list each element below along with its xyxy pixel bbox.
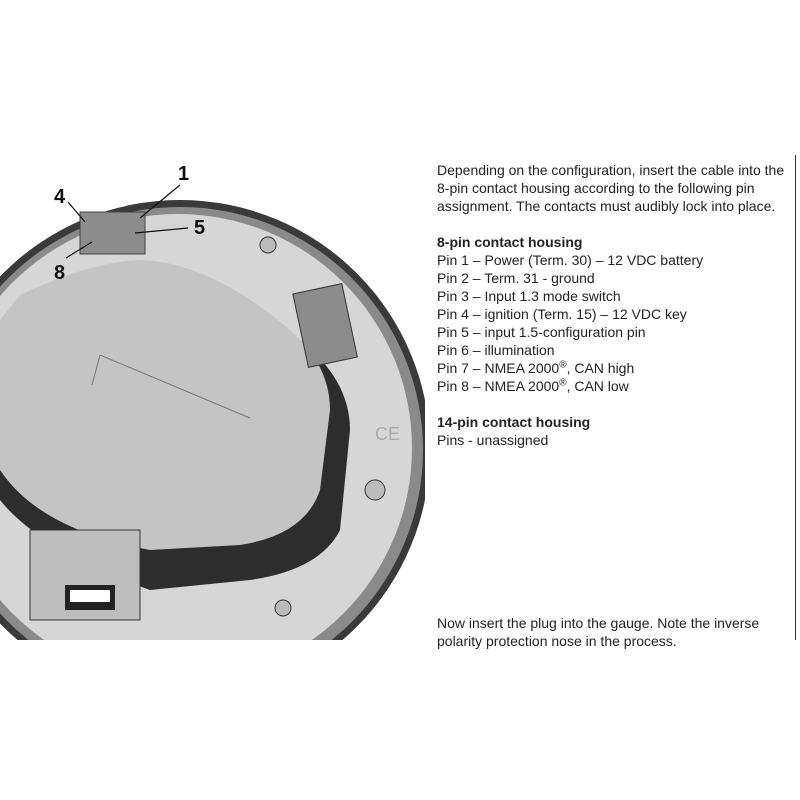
pin-8-prefix: Pin 8 – NMEA 2000: [437, 378, 560, 394]
center-cover: [0, 260, 330, 550]
footer-text: Now insert the plug into the gauge. Note…: [437, 615, 760, 649]
pin-1: Pin 1 – Power (Term. 30) – 12 VDC batter…: [437, 252, 704, 268]
ce-marking: CE: [375, 424, 400, 444]
callout-4: 4: [54, 186, 66, 208]
pin-5: Pin 5 – input 1.5-configuration pin: [437, 324, 646, 340]
pin-8: Pin 8 – NMEA 2000®, CAN low: [437, 377, 797, 395]
gauge-rear-illustration: CE 1 4 5 8: [0, 150, 430, 640]
14-pin-connector: [292, 283, 358, 368]
callout-8: 8: [54, 262, 66, 284]
pin-4: Pin 4 – ignition (Term. 15) – 12 VDC key: [437, 306, 687, 322]
pin-3: Pin 3 – Input 1.3 mode switch: [437, 288, 621, 304]
protection-nose: [364, 479, 386, 501]
screw-top: [259, 236, 277, 254]
intro-text: Depending on the configuration, insert t…: [437, 162, 785, 214]
callout-1: 1: [178, 163, 190, 185]
heading-8-pin: 8-pin contact housing: [437, 234, 583, 250]
pin-6: Pin 6 – illumination: [437, 342, 555, 358]
vertical-divider: [795, 155, 796, 640]
registered-mark: ®: [559, 359, 567, 371]
heading-14-pin: 14-pin contact housing: [437, 414, 591, 430]
pin-8-suffix: , CAN low: [566, 378, 629, 394]
8-pin-connector: [79, 211, 146, 255]
callout-5: 5: [194, 217, 206, 239]
screw-bottom: [274, 599, 292, 617]
registered-mark: ®: [559, 377, 567, 389]
instructions: Depending on the configuration, insert t…: [437, 161, 797, 449]
pin-7: Pin 7 – NMEA 2000®, CAN high: [437, 359, 797, 377]
pin-2: Pin 2 – Term. 31 - ground: [437, 270, 595, 286]
pins-unassigned: Pins - unassigned: [437, 432, 549, 448]
pin-7-suffix: , CAN high: [566, 360, 635, 376]
pin-7-prefix: Pin 7 – NMEA 2000: [437, 360, 560, 376]
gauge-drawing: CE: [0, 184, 425, 640]
